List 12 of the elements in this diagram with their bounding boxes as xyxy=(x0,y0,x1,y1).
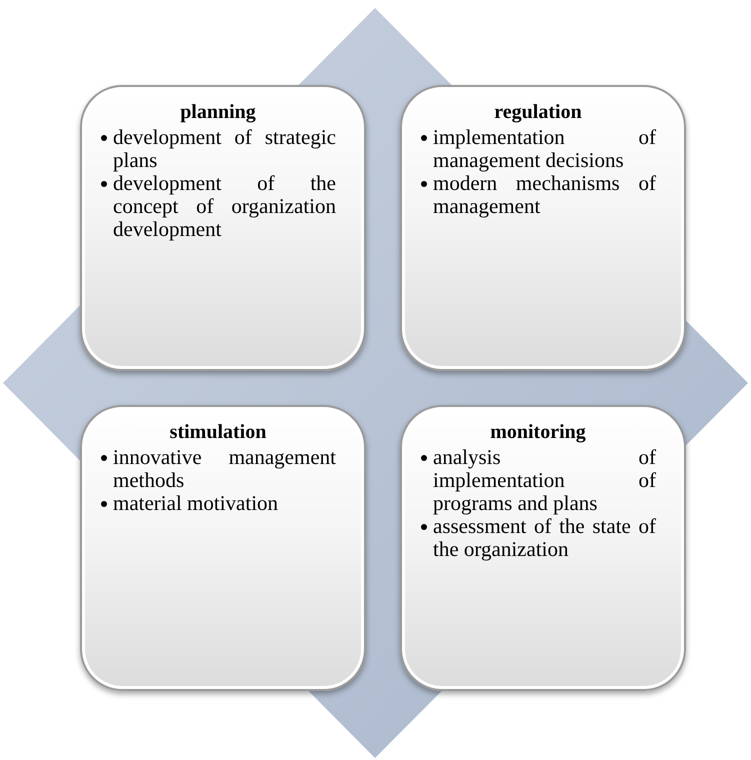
box-heading: monitoring xyxy=(489,421,587,444)
bullet-item: modern mechanisms of management xyxy=(433,171,656,218)
bullet-item: development of the concept of organization development xyxy=(113,171,336,241)
rounded-box xyxy=(400,85,686,371)
rounded-box xyxy=(80,405,366,691)
box-heading: stimulation xyxy=(168,421,268,444)
box-heading: regulation xyxy=(493,101,583,124)
bullet-item: assessment of the state of the organization xyxy=(433,514,656,561)
bullet-item: material motivation xyxy=(113,491,278,515)
rounded-box xyxy=(400,405,686,691)
box-heading: planning xyxy=(179,101,257,124)
rounded-box xyxy=(80,85,366,371)
